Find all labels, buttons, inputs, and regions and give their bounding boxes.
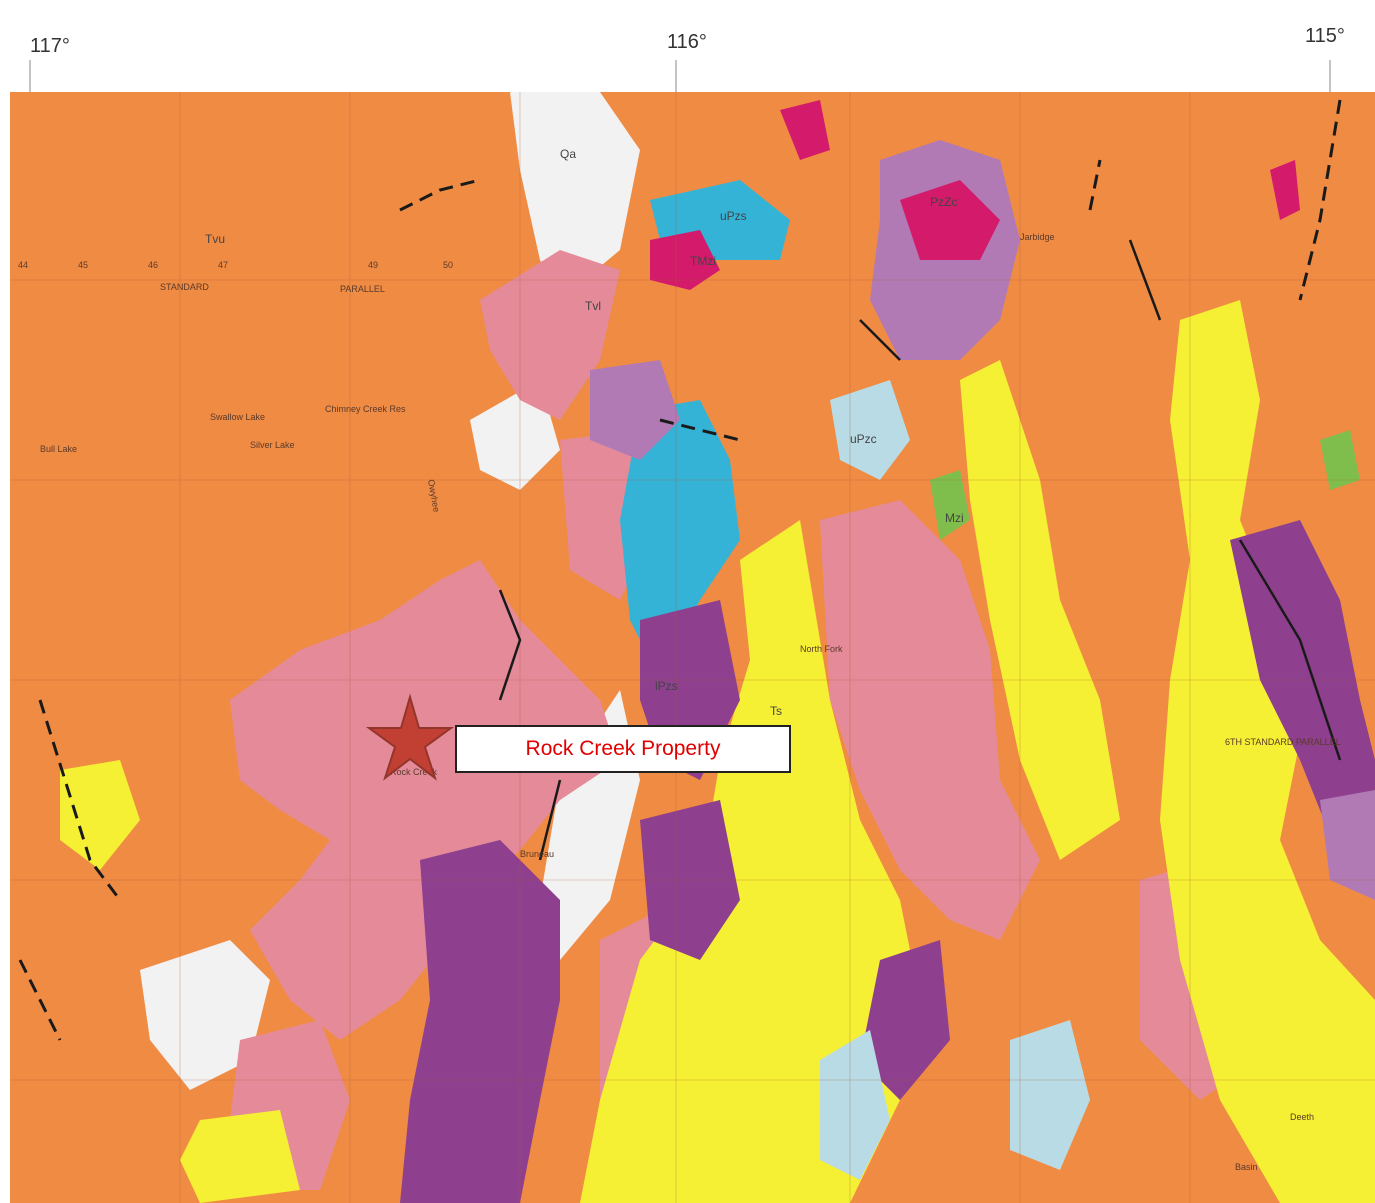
place-label-silver-lake: Silver Lake [250, 440, 295, 450]
unit-label-lpzs: lPzs [655, 679, 678, 693]
unit-area-qa-southwest [140, 940, 270, 1090]
unit-area-upzs-central [620, 400, 740, 680]
unit-area-tvl-east [820, 500, 1040, 940]
place-label-standard: STANDARD [160, 282, 209, 292]
unit-label-tmzi: TMzi [690, 254, 716, 268]
unit-label-pzzc: PzZc [930, 195, 957, 209]
place-label-north-fork: North Fork [800, 644, 843, 654]
unit-area-pzzc-central [590, 360, 680, 460]
unit-area-lpzs-east [1230, 520, 1375, 880]
unit-area-tmzi-central [650, 230, 720, 290]
longitude-label-116: 116° [667, 31, 707, 53]
unit-label-qa: Qa [560, 147, 576, 161]
grid-number-47: 47 [218, 260, 228, 270]
grid-number-49: 49 [368, 260, 378, 270]
unit-area-upzc-south2 [820, 1030, 890, 1180]
fault-lines [18, 99, 1342, 1041]
unit-area-qa-north [510, 92, 640, 300]
unit-label-upzc: uPzc [850, 432, 877, 446]
unit-label-upzs: uPzs [720, 209, 747, 223]
unit-area-tmzi-east [900, 180, 1000, 260]
place-label-swallow-lake: Swallow Lake [210, 412, 265, 422]
unit-area-ts-east [960, 360, 1120, 860]
grid-number-45: 45 [78, 260, 88, 270]
unit-area-lpzs-southeast [860, 940, 950, 1100]
place-label-6th-standard-parallel: 6TH STANDARD PARALLEL [1225, 737, 1341, 747]
unit-area-ts-far-east [1160, 300, 1375, 1203]
grid-number-46: 46 [148, 260, 158, 270]
unit-area-ts-central [580, 520, 920, 1203]
grid-number-44: 44 [18, 260, 28, 270]
star-icon [365, 693, 455, 781]
map-top-margin [0, 0, 1375, 92]
unit-area-mzi-east [1320, 430, 1360, 490]
place-label-rock-creek: Rock Creek [390, 767, 438, 777]
unit-area-mzi [930, 470, 970, 540]
unit-area-tmzi-north [780, 100, 830, 160]
unit-area-pzzc-east [1320, 790, 1375, 900]
contact-lines [498, 239, 1342, 861]
place-label-basin: Basin [1235, 1162, 1258, 1172]
map-grid [10, 92, 1375, 1203]
place-label-deeth: Deeth [1290, 1112, 1314, 1122]
grid-number-50: 50 [443, 260, 453, 270]
callout-rock-creek-property: Rock Creek Property [455, 725, 791, 773]
longitude-label-115: 115° [1305, 25, 1345, 47]
unit-area-ts-west [60, 760, 140, 870]
unit-label-mzi: Mzi [945, 511, 964, 525]
unit-label-tvu: Tvu [205, 232, 225, 246]
place-label-bruneau: Bruneau [520, 849, 554, 859]
unit-area-tvl-north [480, 250, 620, 420]
unit-label-ts: Ts [770, 704, 782, 718]
unit-area-upzc-south [1010, 1020, 1090, 1170]
unit-area-tmzi-northeast [1270, 160, 1300, 220]
longitude-label-117: 117° [30, 35, 70, 57]
place-label-bull-lake: Bull Lake [40, 444, 77, 454]
unit-area-ts-southwest [180, 1110, 300, 1203]
unit-label-tvl: Tvl [585, 299, 601, 313]
place-label-jarbidge: Jarbidge [1020, 232, 1055, 242]
place-label-chimney-creek: Chimney Creek Res [325, 404, 406, 414]
place-label-parallel: PARALLEL [340, 284, 385, 294]
